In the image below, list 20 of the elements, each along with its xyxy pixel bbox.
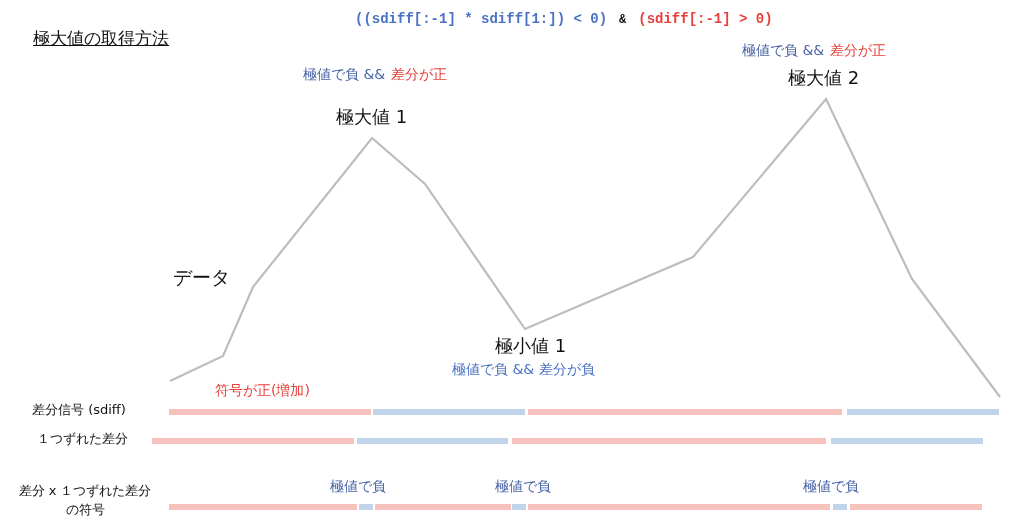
row-label: １つずれた差分 (37, 431, 128, 447)
extremum-note: 極値で負 (330, 478, 386, 495)
peak-label: 極大値 1 (336, 106, 408, 128)
peak-label: 極大値 2 (788, 67, 860, 89)
row-label: 差分 x １つずれた差分の符号 (17, 482, 153, 519)
row-label: 差分信号 (sdiff) (32, 402, 126, 418)
formula-text: (sdiff[:-1] > 0) (638, 11, 773, 28)
extremum-note: 極値で負 (803, 478, 859, 495)
annotation-text: 符号が正(増加) (215, 382, 310, 399)
series-label: データ (173, 266, 230, 289)
condition-text: 差分が正 (391, 66, 448, 83)
formula-text: ((sdiff[:-1] * sdiff[1:]) < 0) (355, 11, 608, 28)
operator-text: & (619, 13, 627, 28)
condition-text: 極値で負 && 差分が負 (452, 361, 595, 378)
condition-text: 差分が正 (830, 42, 887, 59)
condition-text: 極値で負 && (303, 66, 386, 83)
extremum-note: 極値で負 (495, 478, 551, 495)
title-text: 極大値の取得方法 (33, 28, 169, 49)
valley-label: 極小値 1 (495, 335, 567, 357)
condition-text: 極値で負 && (742, 42, 825, 59)
